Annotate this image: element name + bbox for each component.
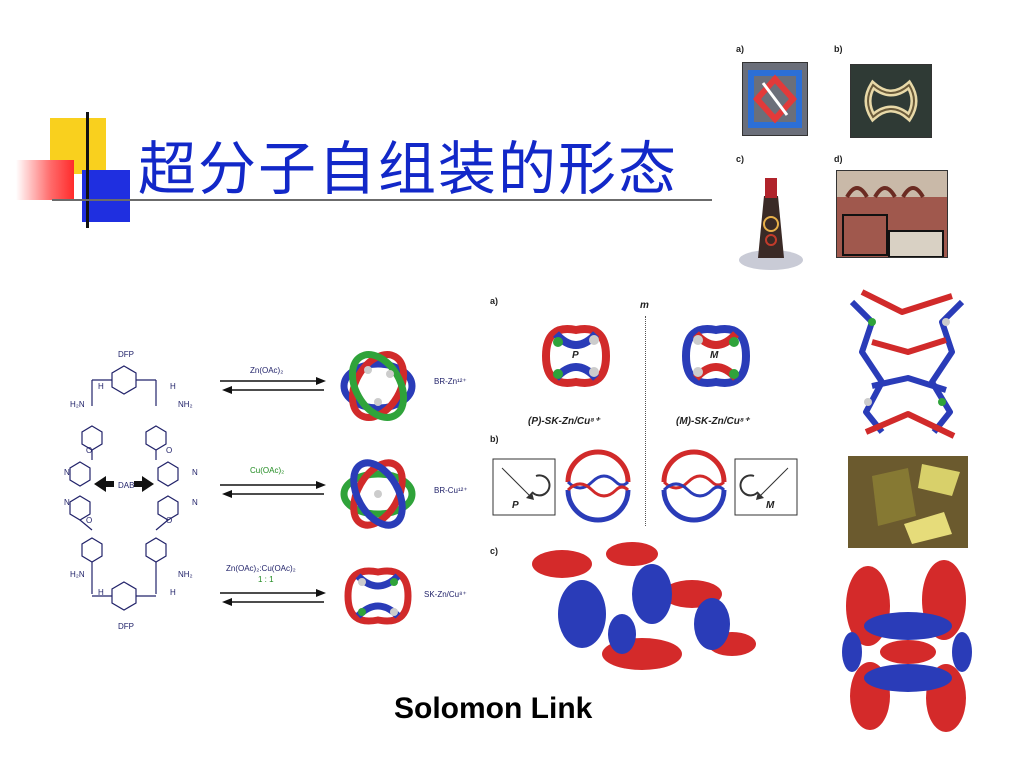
ether-o-left-bottom: O [86,516,93,525]
macrocycle-structure-diagram [69,365,179,611]
ether-o-right-bottom: O [166,516,173,525]
reagent-3-ratio: 1 : 1 [258,575,274,584]
p-caption: (P)-SK-Zn/Cu⁸⁺ [528,416,600,427]
product-1: BR-Zn¹²⁺ [434,377,467,386]
product-3: SK-Zn/Cu⁸⁺ [424,590,467,599]
p-helix-schematic-box [492,458,556,516]
dfp-bottom-label: DFP [118,622,134,631]
solomon-knot-stone-image [850,64,932,138]
equilibrium-arrow-1 [220,377,326,394]
m-letter: M [710,350,719,361]
space-filling-crystal-model [532,542,756,670]
slide-caption: Solomon Link [394,692,593,725]
ether-o-left-top: O [86,446,93,455]
borromean-rings-zn-model [340,351,416,421]
pyridine-n-right-top: N [192,468,198,477]
solomon-knot-mosaic-image [742,62,808,136]
p-helix-letter: P [512,500,519,511]
aldehyde-h-left-bottom: H [98,588,104,597]
pyridine-n-right-bottom: N [192,498,198,507]
framework-stick-model [849,289,965,439]
decorated-vase-image [739,178,803,270]
ether-o-right-top: O [166,446,173,455]
decor-vertical-line [86,112,89,228]
reagent-2: Cu(OAc)₂ [250,466,285,475]
photo-label-c: c) [736,154,745,164]
p-letter: P [572,350,579,361]
amine-right-bottom: NH₂ [178,570,193,579]
photo-label-d: d) [834,154,843,164]
panel-label-c: c) [490,546,499,556]
pyridine-n-left-top: N [64,468,70,477]
panel-label-b: b) [490,434,499,444]
pyridine-n-left-bottom: N [64,498,70,507]
m-caption: (M)-SK-Zn/Cu⁸⁺ [676,416,750,427]
equilibrium-arrow-3 [220,589,326,606]
panel-label-a: a) [490,296,499,306]
dfp-top-label: DFP [118,350,134,359]
photo-label-b: b) [834,44,843,54]
m-helix-curve [661,449,727,523]
aldehyde-h-right-bottom: H [170,588,176,597]
mirror-plane-label: m [640,300,649,311]
arched-building-image [836,170,948,258]
p-helix-curve [565,449,631,523]
decor-red-square [16,160,74,200]
equilibrium-arrow-2 [220,481,326,498]
amine-right-top: NH₂ [178,400,193,409]
reagent-3: Zn(OAc)₂:Cu(OAc)₂ [226,564,296,573]
decor-blue-square [82,170,130,222]
mirror-plane-line [645,316,646,526]
space-filling-framework-model [842,560,972,732]
slide-title: 超分子自组装的形态 [138,135,679,203]
borromean-rings-cu-model [340,459,416,529]
solomon-link-zn-cu-model [344,567,412,625]
title-underline [52,199,712,201]
m-enantiomer-model [681,325,751,387]
m-helix-schematic-box [734,458,798,516]
amine-left-bottom: H₂N [70,570,85,579]
reagent-1: Zn(OAc)₂ [250,366,284,375]
crystal-photo [848,456,968,548]
photo-label-a: a) [736,44,745,54]
amine-left-top: H₂N [70,400,85,409]
p-enantiomer-model [541,325,611,387]
aldehyde-h-right-top: H [170,382,176,391]
aldehyde-h-left-top: H [98,382,104,391]
product-2: BR-Cu¹²⁺ [434,486,468,495]
dab-label: DAB [118,481,135,490]
m-helix-letter: M [766,500,775,511]
